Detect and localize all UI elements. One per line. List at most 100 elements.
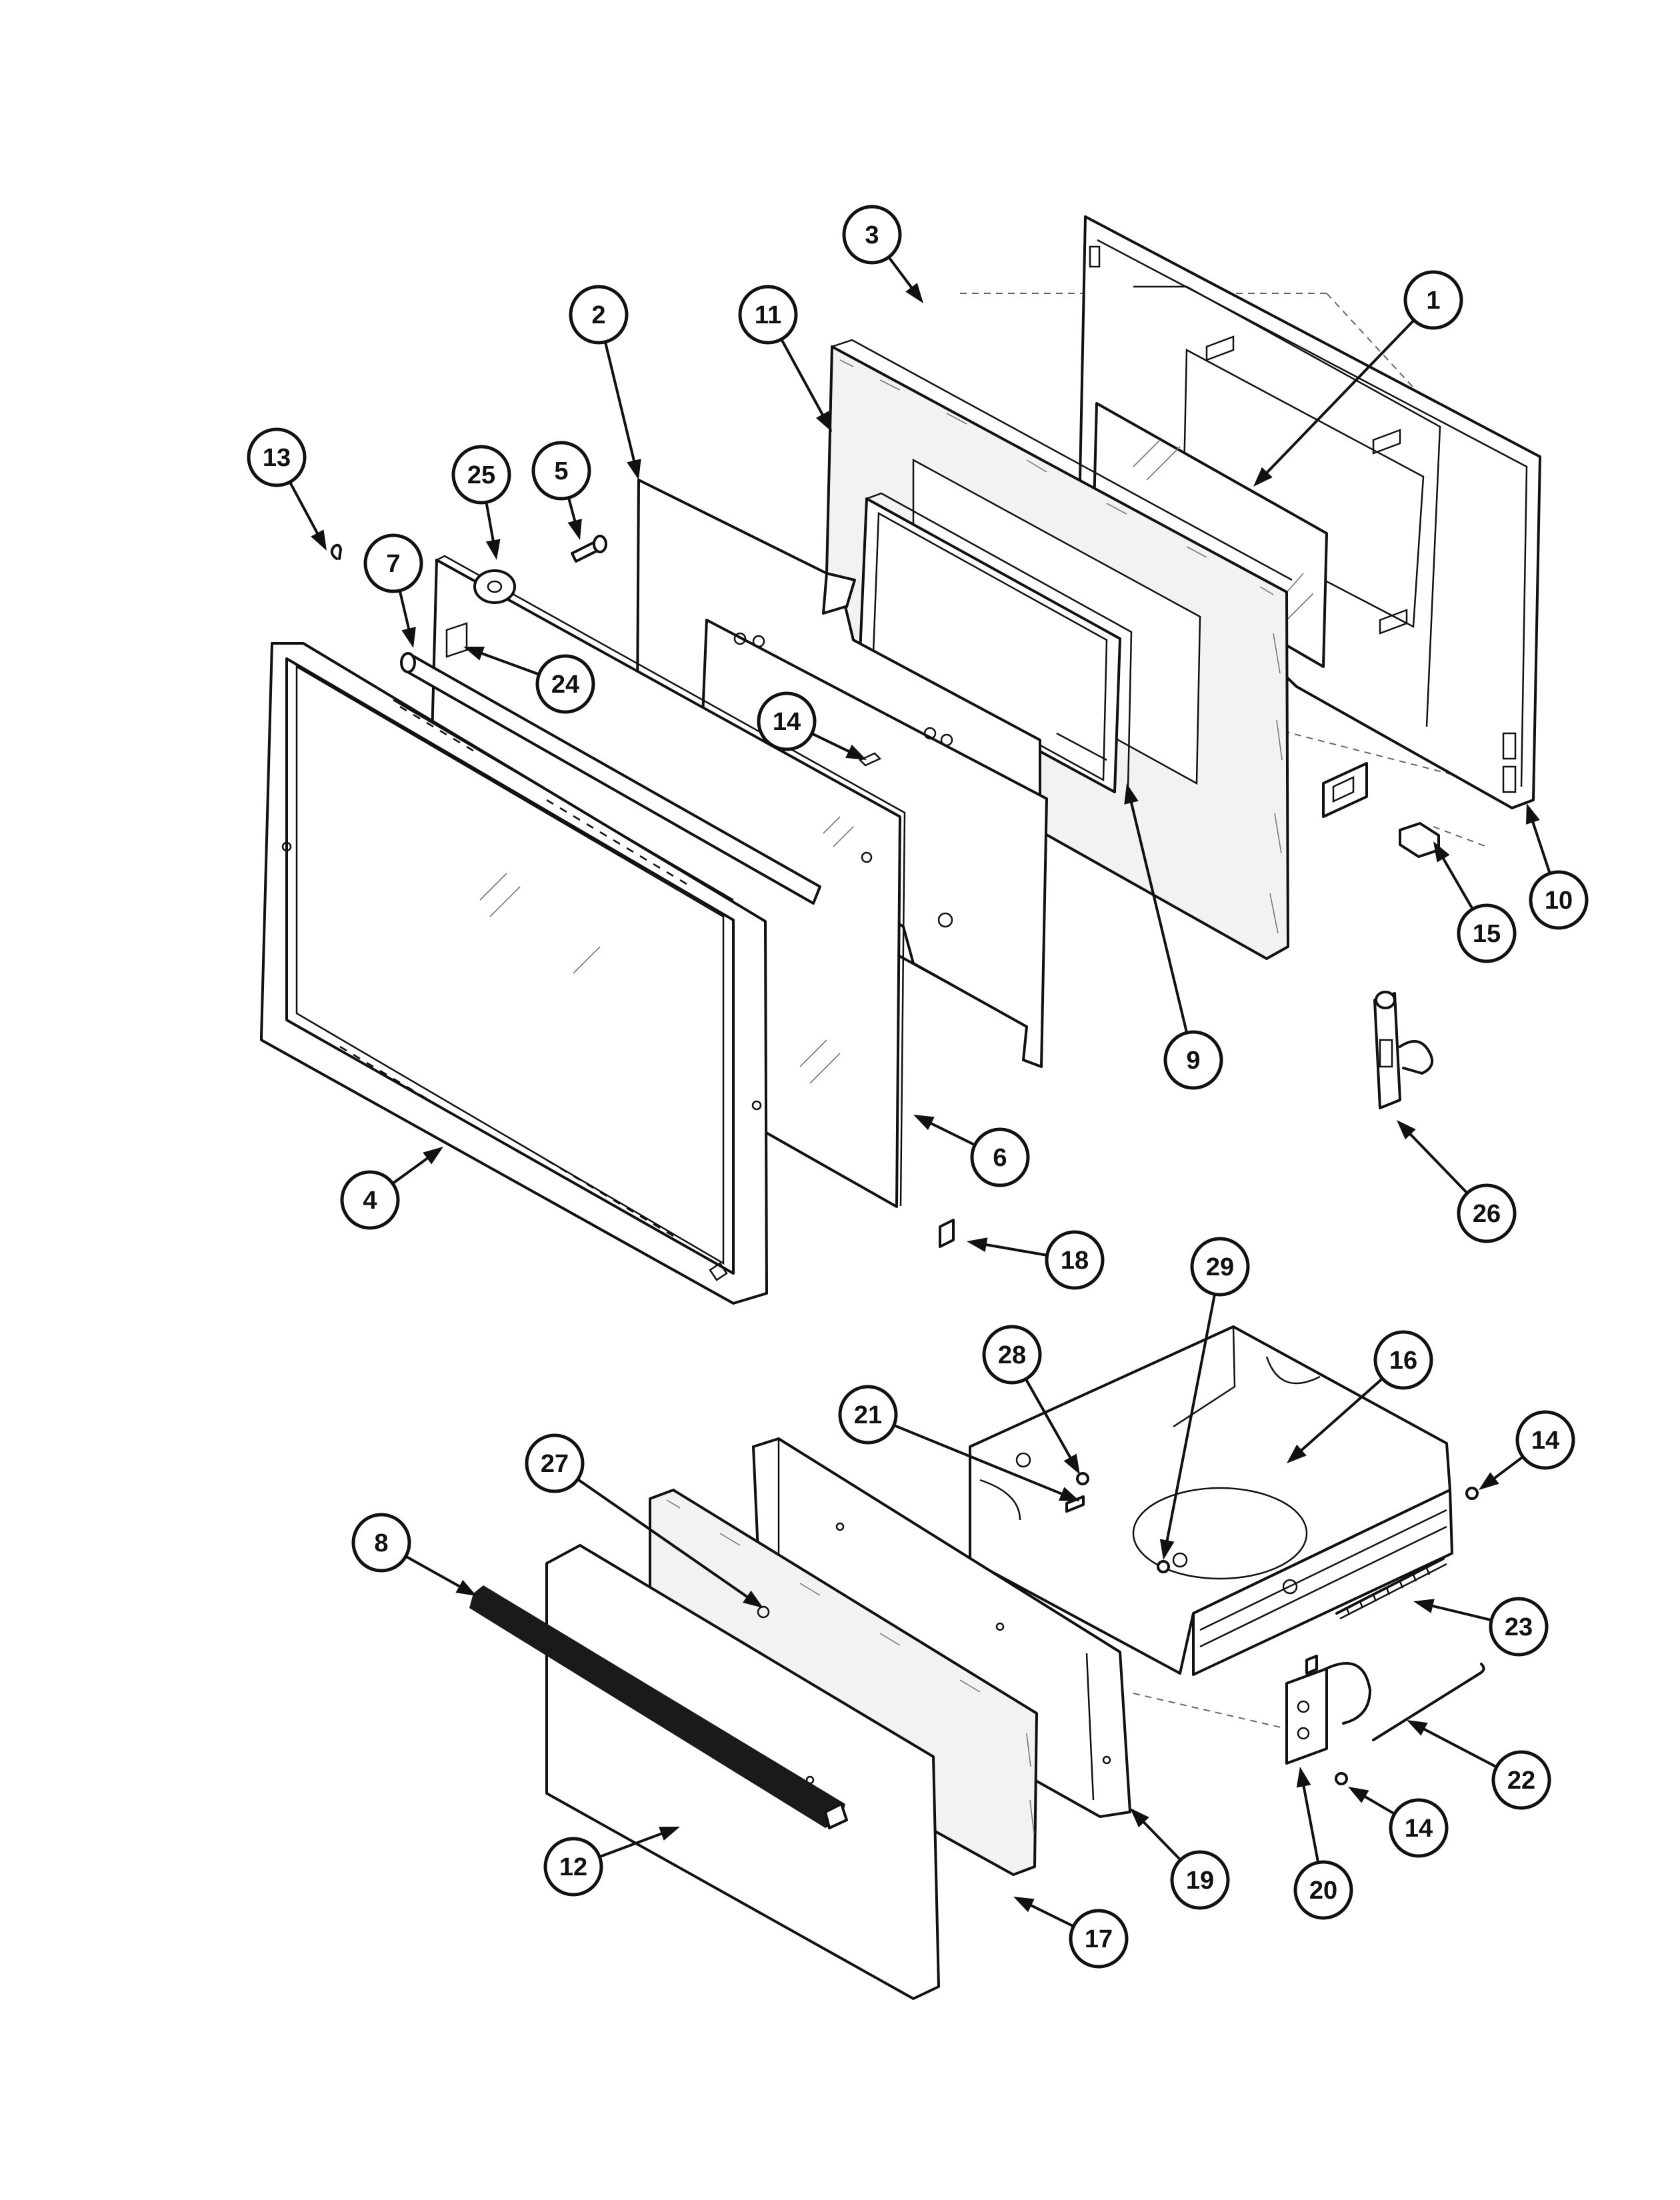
- callout-label: 16: [1389, 1347, 1417, 1375]
- callout-arrowhead: [815, 411, 832, 432]
- callout-label: 24: [551, 671, 579, 699]
- callout-25: 25: [451, 445, 511, 560]
- callout-label: 29: [1206, 1253, 1234, 1281]
- callout-label: 25: [467, 461, 495, 489]
- callout-leader: [1530, 817, 1551, 874]
- callout-leader: [405, 1555, 465, 1591]
- callout-label: 9: [1186, 1047, 1200, 1075]
- callout-11: 11: [738, 285, 832, 432]
- callout-arrowhead: [311, 529, 327, 551]
- callout-arrowhead: [1413, 1599, 1435, 1613]
- callout-arrowhead: [967, 1237, 988, 1252]
- callout-leader: [398, 590, 411, 635]
- callout-circle: [1457, 903, 1517, 963]
- callout-label: 18: [1061, 1247, 1089, 1275]
- callout-3: 3: [842, 205, 923, 303]
- part-25-washer: [473, 569, 516, 604]
- callout-circle: [1170, 1850, 1230, 1910]
- callout-arrowhead: [423, 1147, 443, 1165]
- callout-circle: [525, 1433, 585, 1493]
- callout-15: 15: [1433, 841, 1517, 963]
- callout-leader: [391, 1154, 433, 1185]
- callout-label: 15: [1473, 920, 1501, 948]
- callout-label: 7: [386, 550, 400, 578]
- part-9-glass-frame: [859, 492, 1133, 793]
- callout-leader: [1439, 853, 1474, 910]
- callout-label: 14: [1531, 1427, 1559, 1455]
- callout-label: 12: [559, 1853, 587, 1881]
- callout-28: 28: [982, 1325, 1080, 1475]
- callout-circle: [970, 1127, 1030, 1187]
- callout-arrowhead: [1525, 803, 1540, 825]
- callout-label: 21: [854, 1401, 882, 1429]
- callout-label: 26: [1473, 1200, 1501, 1228]
- callout-8: 8: [351, 1513, 477, 1596]
- callout-18: 18: [967, 1230, 1105, 1290]
- callout-22: 22: [1407, 1720, 1551, 1810]
- callout-circle: [1457, 1183, 1517, 1243]
- callout-4: 4: [340, 1147, 443, 1230]
- callout-circle: [1403, 270, 1463, 330]
- callout-arrowhead: [1407, 1720, 1428, 1736]
- part-7-rod: [400, 652, 821, 905]
- part-13-clip: [330, 543, 342, 560]
- callout-arrowhead: [1348, 1787, 1369, 1803]
- callout-17: 17: [1013, 1897, 1129, 1969]
- callout-arrowhead: [1479, 1472, 1499, 1490]
- callout-circle: [1293, 1860, 1353, 1920]
- callout-leader: [1129, 797, 1189, 1033]
- callout-leader: [1139, 1817, 1182, 1861]
- callout-arrowhead: [485, 539, 501, 560]
- callout-arrowhead: [659, 1827, 680, 1841]
- part-21-pin: [1065, 1495, 1085, 1513]
- callout-circle: [351, 1513, 411, 1573]
- callout-10: 10: [1525, 803, 1589, 930]
- callout-label: 4: [363, 1187, 377, 1215]
- callout-circle: [1515, 1410, 1575, 1470]
- callout-arrowhead: [1063, 1453, 1080, 1475]
- callout-label: 27: [541, 1450, 569, 1478]
- callout-leader: [1025, 1901, 1075, 1928]
- callout-arrowhead: [743, 1590, 763, 1608]
- callout-circle: [247, 427, 307, 487]
- callout-leader: [1405, 1129, 1469, 1195]
- callout-circle: [838, 1385, 898, 1445]
- callout-arrowhead: [1397, 1120, 1416, 1140]
- callout-label: 14: [773, 708, 801, 736]
- callout-label: 17: [1085, 1925, 1113, 1953]
- callout-label: 19: [1186, 1867, 1214, 1895]
- callout-circle: [363, 533, 423, 593]
- callout-arrowhead: [1124, 783, 1139, 805]
- callout-circle: [1163, 1030, 1223, 1090]
- callout-label: 8: [374, 1529, 388, 1557]
- callout-arrowhead: [1059, 1487, 1080, 1501]
- callout-label: 1: [1426, 287, 1440, 315]
- callout-arrowhead: [1159, 1539, 1175, 1560]
- callout-arrowhead: [401, 627, 416, 648]
- callout-leader: [603, 341, 637, 467]
- callout-circle: [1491, 1750, 1551, 1810]
- callout-leader: [599, 1830, 667, 1859]
- callout-circle: [451, 445, 511, 505]
- part-29-screw: [1157, 1560, 1170, 1573]
- callout-leader: [811, 732, 855, 755]
- callout-label: 10: [1545, 887, 1573, 915]
- callout-26: 26: [1397, 1120, 1517, 1243]
- part-8-handle: [469, 1585, 848, 1829]
- callout-circle: [569, 285, 629, 345]
- callout-arrowhead: [1433, 841, 1450, 863]
- callout-12: 12: [543, 1827, 680, 1897]
- callout-label: 23: [1505, 1613, 1533, 1641]
- callout-14: 14: [757, 691, 867, 760]
- callout-27: 27: [525, 1433, 763, 1608]
- callout-leader: [1024, 1378, 1074, 1463]
- callout-leader: [1301, 1781, 1320, 1863]
- callout-leader: [577, 1478, 753, 1601]
- part-22-rod: [1372, 1663, 1485, 1741]
- callout-leader: [981, 1242, 1047, 1257]
- callout-leader: [1165, 1293, 1216, 1546]
- callout-arrowhead: [627, 459, 641, 480]
- part-15-latch-clip: [1322, 762, 1440, 858]
